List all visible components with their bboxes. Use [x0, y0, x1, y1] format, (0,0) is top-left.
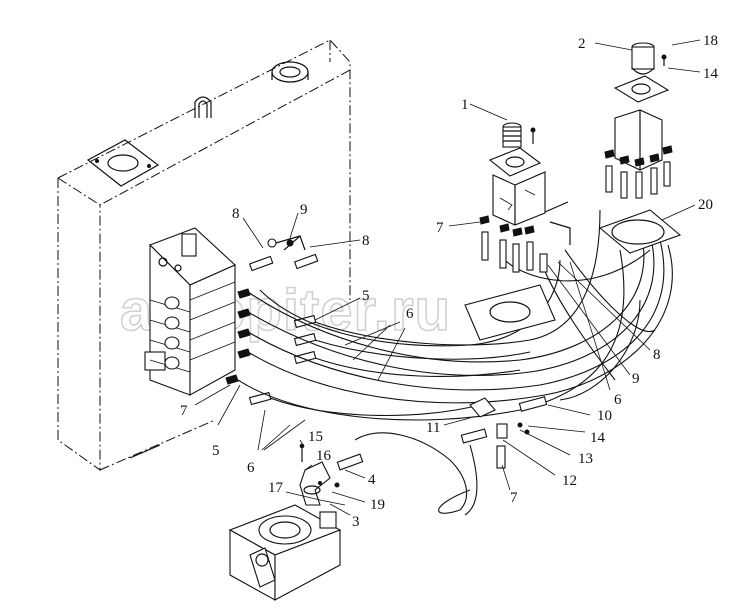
callout-9: 9: [300, 202, 308, 218]
hydraulic-pump: [228, 504, 342, 601]
callout-19: 19: [370, 497, 385, 513]
callout-1: 1: [461, 97, 469, 113]
hydraulic-tank: [57, 39, 351, 471]
pump-elbow: [299, 443, 364, 506]
filler-cap: [271, 61, 309, 83]
callout-6: 6: [614, 392, 622, 408]
control-valve-block: [144, 227, 236, 396]
lifting-handle: [194, 96, 212, 118]
callout-14: 14: [703, 66, 719, 82]
callout-6: 6: [406, 306, 414, 322]
steering-unit-2: [613, 42, 670, 171]
callout-10: 10: [597, 408, 612, 424]
callout-2: 2: [578, 36, 586, 52]
tank-flange: [86, 139, 160, 187]
callout-18: 18: [703, 33, 718, 49]
callout-6: 6: [247, 460, 255, 476]
valve-fittings: [225, 253, 319, 406]
leader-lines: [194, 39, 701, 516]
callout-20: 20: [698, 197, 713, 213]
callout-17: 17: [268, 480, 284, 496]
callout-4: 4: [368, 472, 376, 488]
callout-16: 16: [316, 448, 332, 464]
callout-8: 8: [232, 206, 240, 222]
callout-5: 5: [212, 443, 220, 459]
callout-7: 7: [510, 490, 518, 506]
callout-8: 8: [653, 347, 661, 363]
unit-2-fittings: [604, 145, 673, 199]
connector-8-9: [267, 234, 306, 251]
callout-14: 14: [590, 430, 606, 446]
lower-fittings: [460, 396, 548, 469]
unit-1-fittings: [479, 201, 571, 273]
hose-bundle: [237, 209, 673, 516]
spool-caps: [164, 296, 180, 370]
mounting-plate-center: [464, 284, 556, 341]
mounting-plate-20: [598, 209, 682, 254]
callout-11: 11: [426, 420, 440, 436]
callout-15: 15: [308, 429, 323, 445]
callout-7: 7: [180, 403, 188, 419]
callout-12: 12: [562, 473, 577, 489]
callout-9: 9: [632, 371, 640, 387]
callout-13: 13: [578, 451, 593, 467]
callouts: 1 2 18 14 20 8 9 8 7 5 6 8 9 6 10 14 13 …: [180, 33, 719, 530]
callout-7: 7: [436, 220, 444, 236]
callout-5: 5: [362, 288, 370, 304]
steering-unit-1: [488, 122, 546, 226]
callout-3: 3: [352, 514, 360, 530]
callout-8: 8: [362, 233, 370, 249]
